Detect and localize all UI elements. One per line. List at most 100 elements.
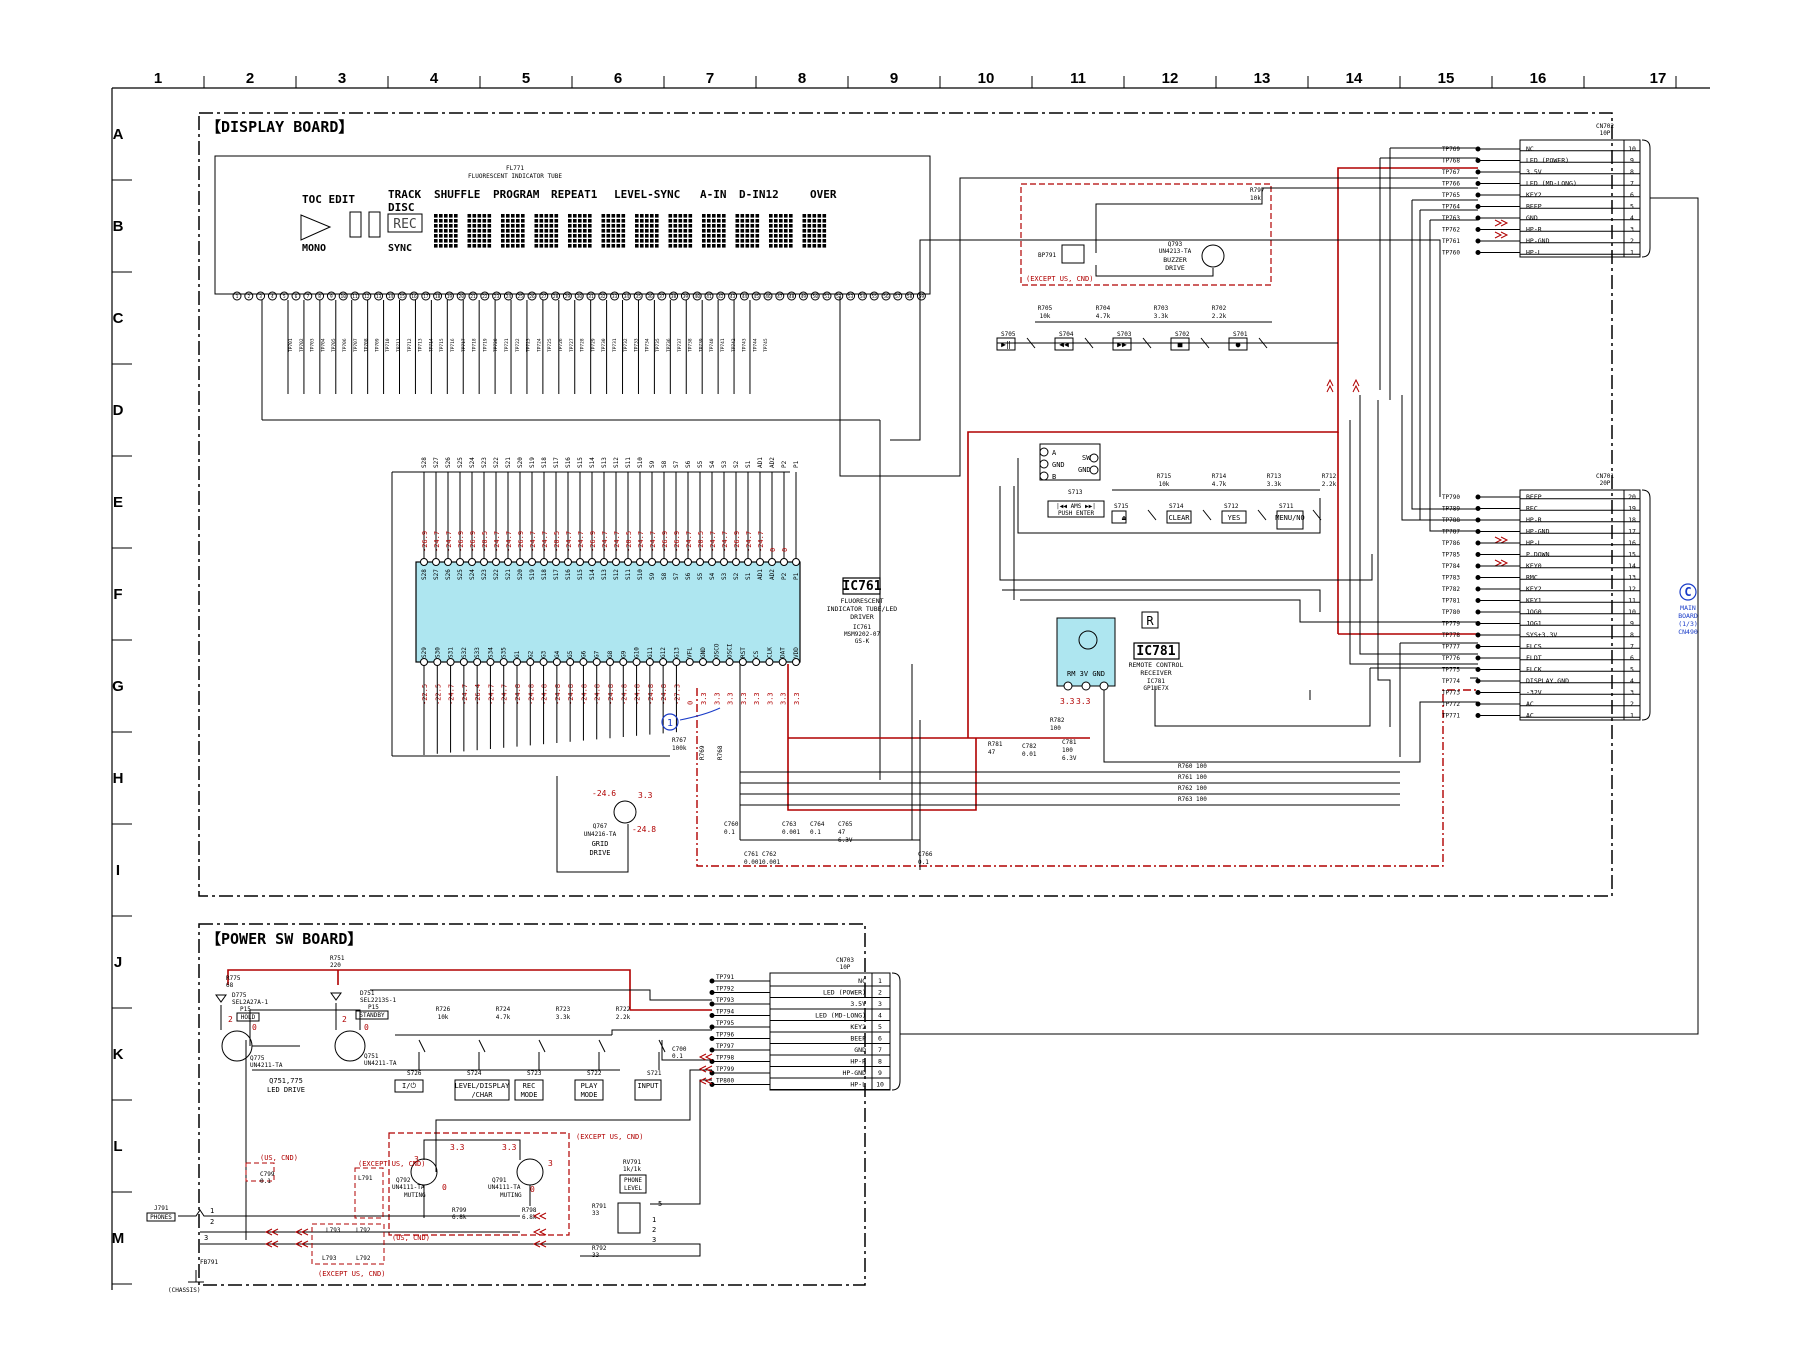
fl-pin-number: 31 bbox=[588, 294, 594, 300]
fl-pin bbox=[267, 291, 277, 301]
fl-dot bbox=[588, 239, 592, 243]
fl-dot bbox=[487, 219, 492, 223]
fl-dot bbox=[482, 219, 487, 223]
fl-dot bbox=[702, 214, 706, 218]
junction-dot bbox=[1475, 204, 1481, 209]
ic761-pin bbox=[624, 558, 632, 566]
cn701-pin-num: 2 bbox=[1630, 700, 1634, 708]
fl-dot bbox=[434, 224, 438, 228]
ic761-voltage: -24.7 bbox=[721, 531, 729, 552]
fl-pin bbox=[409, 291, 419, 301]
fl-dot bbox=[472, 244, 477, 248]
ic761-pin-wire-label: S22 bbox=[493, 457, 500, 468]
cn702-tp: TP760 bbox=[1442, 250, 1460, 257]
fl-dot bbox=[640, 244, 644, 248]
key1-switch-ref: S715 bbox=[1114, 503, 1129, 510]
fl-dot bbox=[740, 244, 745, 248]
wire bbox=[1002, 589, 1321, 612]
c763-val: 0.001 bbox=[782, 829, 800, 836]
fl-dot bbox=[482, 224, 487, 228]
ic761-pin bbox=[752, 658, 761, 666]
jog-label: PUSH ENTER bbox=[1058, 510, 1095, 517]
fl-dot bbox=[516, 214, 520, 218]
q767-body bbox=[613, 800, 637, 824]
display-switch-ref: S702 bbox=[1175, 331, 1190, 338]
ic781-body bbox=[1056, 617, 1116, 687]
fl-pin-number: 28 bbox=[553, 294, 559, 300]
junction-dot bbox=[1475, 238, 1481, 244]
ic761-voltage: -20.5 bbox=[697, 531, 705, 552]
cn701-ref: CN701 bbox=[1596, 473, 1614, 480]
fl-dot bbox=[740, 229, 745, 233]
cn703-tp: TP793 bbox=[716, 997, 734, 1004]
muting-volt: 3 bbox=[548, 1159, 553, 1168]
fl-dot bbox=[583, 224, 587, 228]
grid-row-label: C bbox=[113, 310, 124, 327]
cn701-tp: TP780 bbox=[1442, 609, 1460, 616]
tp-label: TP742 bbox=[731, 338, 737, 352]
chassis-label: (CHASSIS) bbox=[168, 1287, 201, 1294]
fl-dot bbox=[740, 234, 745, 238]
ic761-voltage: -26.9 bbox=[661, 531, 669, 552]
fl-dot bbox=[688, 239, 693, 243]
fl-dot bbox=[578, 214, 582, 218]
ic761-pin bbox=[619, 658, 628, 666]
fl-label-sync: SYNC bbox=[388, 243, 412, 254]
fl-pin bbox=[433, 291, 443, 301]
fl-dot bbox=[454, 244, 458, 248]
fl-dot bbox=[568, 219, 572, 223]
fl-dot bbox=[554, 214, 559, 218]
fl-dot bbox=[668, 219, 673, 223]
muting-volt: 3 bbox=[414, 1155, 419, 1164]
ic761-pin-name: S12 bbox=[613, 569, 620, 580]
ic761-pin-name: S5 bbox=[697, 572, 704, 580]
cn701-pin-name: REC bbox=[1526, 505, 1538, 513]
key1-switch-res-val: 4.7k bbox=[1212, 481, 1227, 488]
fl-pin-number: 44 bbox=[742, 294, 748, 300]
fl-pin-number: 14 bbox=[388, 294, 394, 300]
d775-led bbox=[215, 994, 227, 1003]
ic761-voltage: 3.3 bbox=[700, 692, 708, 705]
ic761-pin-name: G5 bbox=[567, 650, 574, 658]
fl-dot bbox=[501, 229, 505, 233]
ic761-pin-name: S23 bbox=[481, 569, 488, 580]
wire bbox=[249, 1009, 361, 1046]
junction-dot bbox=[1475, 690, 1481, 695]
wire bbox=[611, 1029, 712, 1035]
cn701-pin-name: HP-GND bbox=[1526, 528, 1550, 536]
ic761-pin-name: G1 bbox=[514, 650, 521, 658]
ic761-pin-name: S29 bbox=[421, 647, 428, 658]
fl-dot bbox=[769, 234, 773, 238]
l791-note: (EXCEPT US, CND) bbox=[358, 1160, 425, 1168]
r799-ref: R799 bbox=[452, 1207, 467, 1214]
fl-dot bbox=[583, 229, 587, 233]
fl-dot bbox=[655, 224, 659, 228]
l79x-note: (EXCEPT US, CND) bbox=[318, 1270, 385, 1278]
cn702-pin-num: 4 bbox=[1630, 214, 1634, 222]
fl-dot bbox=[534, 219, 539, 223]
rv791-pin: 2 bbox=[652, 1226, 656, 1234]
fl-dot bbox=[521, 234, 525, 238]
ic761-pin-name: S26 bbox=[445, 569, 452, 580]
fl-dot bbox=[655, 214, 659, 218]
fl-dot bbox=[578, 219, 582, 223]
ic761-voltage: -24.7 bbox=[445, 531, 453, 552]
ic761-pin bbox=[699, 658, 707, 666]
fl-dot bbox=[521, 214, 525, 218]
fl-dot-matrix bbox=[467, 214, 492, 248]
fl-dot bbox=[802, 214, 807, 218]
switch-contact bbox=[1312, 509, 1322, 521]
junction-dot bbox=[1475, 181, 1481, 186]
ic761-ref: IC761 bbox=[842, 579, 881, 594]
fl-dot bbox=[707, 219, 711, 223]
fl-dot bbox=[482, 214, 487, 218]
fl-dot bbox=[745, 229, 750, 233]
fl-dot bbox=[601, 234, 606, 238]
cn701-tp: TP776 bbox=[1442, 655, 1460, 662]
fl-dot bbox=[534, 224, 539, 228]
fl-dot bbox=[472, 214, 477, 218]
key1-switch-button bbox=[1221, 510, 1247, 524]
fl-dot bbox=[755, 224, 760, 228]
q767-part: UN4216-TA bbox=[584, 831, 617, 838]
ic761-part: IC761 bbox=[853, 624, 871, 631]
